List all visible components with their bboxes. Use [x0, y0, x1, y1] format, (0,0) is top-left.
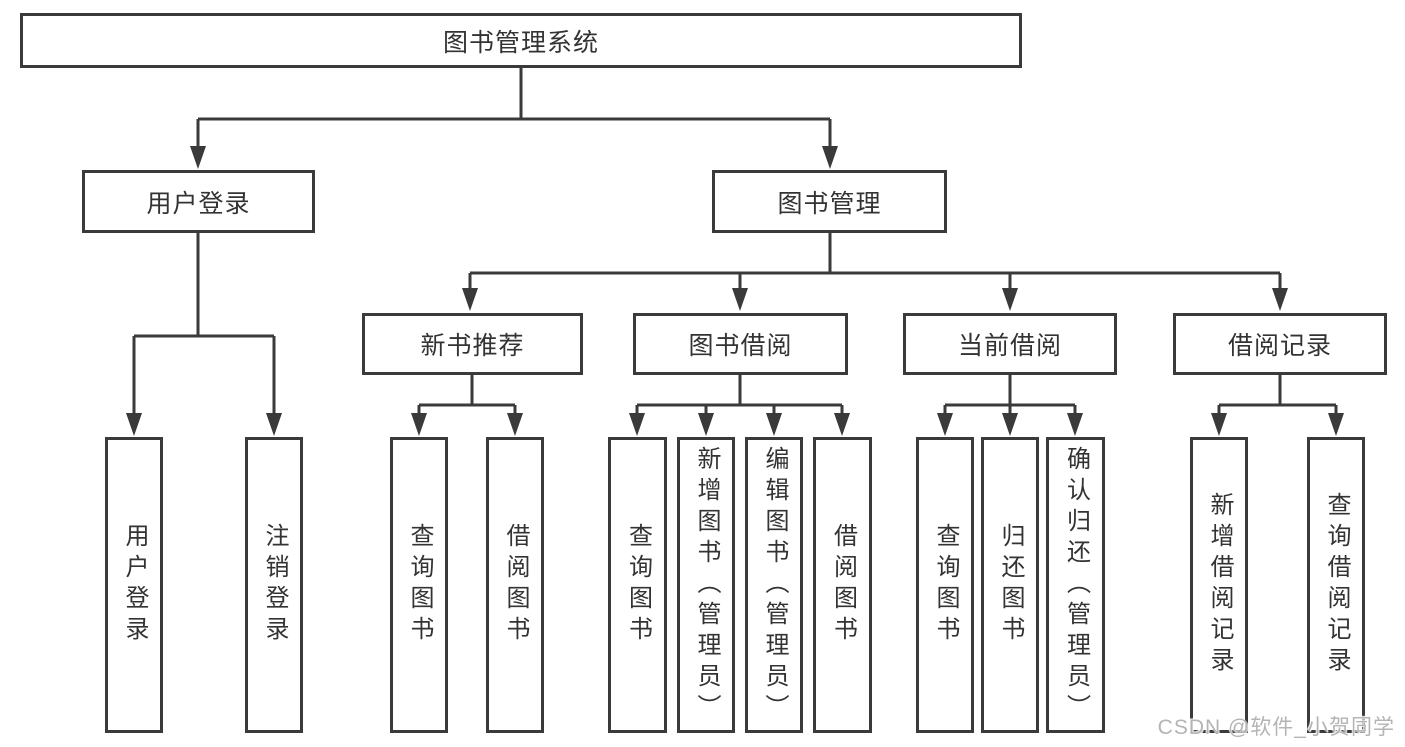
leaf-logout: 注销登录 — [245, 437, 303, 733]
leaf-label: 借阅图书 — [502, 523, 529, 647]
leaf-return-books: 归还图书 — [981, 437, 1039, 733]
node-current-borrow-label: 当前借阅 — [957, 332, 1062, 360]
node-book-borrow: 图书借阅 — [633, 313, 848, 375]
node-book-management: 图书管理 — [712, 170, 947, 233]
leaf-label: 用户登录 — [121, 523, 148, 647]
leaf-borrow-books-recommend: 借阅图书 — [486, 437, 544, 733]
leaf-label: 归还图书 — [997, 523, 1024, 647]
leaf-query-books-recommend: 查询图书 — [390, 437, 448, 733]
node-borrow-records: 借阅记录 — [1173, 313, 1387, 375]
leaf-borrow-books: 借阅图书 — [813, 437, 872, 733]
node-new-book-recommend: 新书推荐 — [362, 313, 583, 375]
leaf-confirm-return-admin: 确认归还（管理员） — [1046, 437, 1105, 733]
leaf-add-books-admin: 新增图书（管理员） — [677, 437, 735, 733]
leaf-label: 编辑图书（管理员） — [761, 445, 788, 725]
csdn-watermark: CSDN @软件_小贺同学 — [1157, 716, 1395, 739]
leaf-add-borrow-record: 新增借阅记录 — [1190, 437, 1248, 733]
leaf-label: 查询图书 — [932, 523, 959, 647]
node-new-book-recommend-label: 新书推荐 — [420, 332, 525, 360]
node-user-login: 用户登录 — [82, 170, 315, 233]
leaf-label: 借阅图书 — [829, 523, 857, 647]
leaf-label: 注销登录 — [261, 523, 288, 647]
leaf-query-books-borrow: 查询图书 — [608, 437, 667, 733]
leaf-label: 查询借阅记录 — [1323, 492, 1350, 678]
node-book-management-label: 图书管理 — [777, 189, 882, 218]
node-root-label: 图书管理系统 — [442, 28, 599, 57]
leaf-label: 查询图书 — [624, 523, 652, 647]
leaf-label: 新增借阅记录 — [1206, 492, 1233, 678]
node-current-borrow: 当前借阅 — [903, 313, 1117, 375]
leaf-query-books-current: 查询图书 — [916, 437, 974, 733]
node-root: 图书管理系统 — [20, 13, 1022, 68]
leaf-query-borrow-record: 查询借阅记录 — [1307, 437, 1365, 733]
node-borrow-records-label: 借阅记录 — [1227, 332, 1332, 360]
leaf-label: 确认归还（管理员） — [1062, 445, 1090, 725]
node-book-borrow-label: 图书借阅 — [688, 332, 793, 360]
leaf-label: 新增图书（管理员） — [693, 445, 720, 725]
leaf-edit-books-admin: 编辑图书（管理员） — [745, 437, 803, 733]
leaf-label: 查询图书 — [406, 523, 433, 647]
leaf-user-login: 用户登录 — [105, 437, 163, 733]
node-user-login-label: 用户登录 — [146, 189, 251, 218]
